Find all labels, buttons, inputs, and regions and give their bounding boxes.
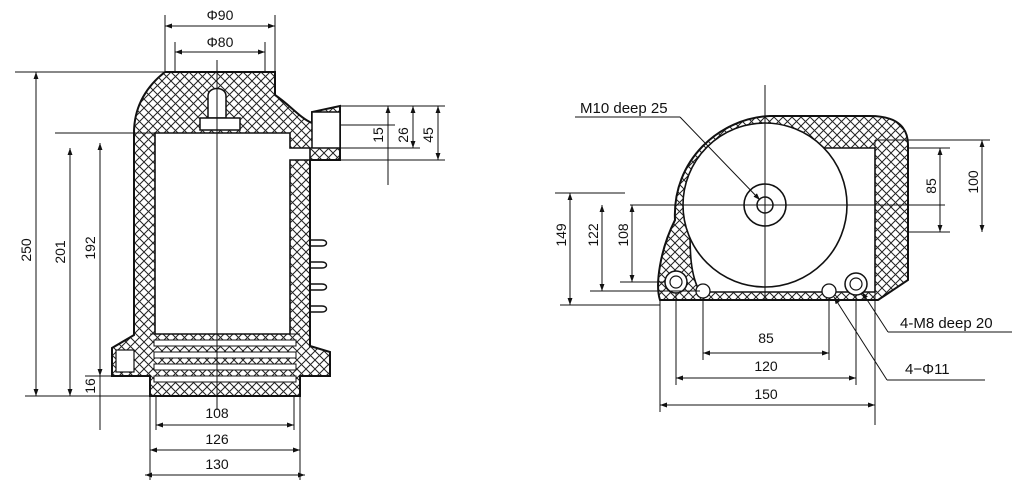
dim-26: 26 xyxy=(395,127,411,143)
bottom-threads xyxy=(150,333,300,383)
dim-16: 16 xyxy=(82,378,98,394)
dim-126: 126 xyxy=(205,431,229,447)
mount-hole-left-inner xyxy=(669,275,683,289)
side-port xyxy=(311,111,341,149)
dim-201: 201 xyxy=(52,240,68,264)
callout-phi11: 4−Φ11 xyxy=(905,361,950,378)
end-view: M10 deep 25 4-M8 deep 20 4−Φ11 149 122 1… xyxy=(553,85,1012,425)
dim-phi80: Φ80 xyxy=(207,34,234,50)
dim-108-end: 108 xyxy=(615,223,631,247)
dim-85-horiz: 85 xyxy=(758,330,774,346)
dim-100: 100 xyxy=(965,170,981,194)
cooling-fins xyxy=(310,239,328,313)
mount-hole-right-inner xyxy=(849,277,863,291)
base-bolt xyxy=(115,349,135,373)
inner-cavity xyxy=(154,132,311,335)
dim-45: 45 xyxy=(420,127,436,143)
dim-108-side: 108 xyxy=(205,405,229,421)
dim-120: 120 xyxy=(754,358,778,374)
thread-hole-right xyxy=(821,283,837,299)
dim-15: 15 xyxy=(370,127,386,143)
dim-250: 250 xyxy=(18,238,34,262)
dim-130: 130 xyxy=(205,456,229,472)
stud-base xyxy=(199,117,241,131)
dim-85-vert: 85 xyxy=(923,178,939,194)
dim-phi90: Φ90 xyxy=(207,7,234,23)
side-view: Φ90 Φ80 250 201 192 16 15 26 45 xyxy=(15,7,445,480)
dim-192: 192 xyxy=(82,236,98,260)
dim-122: 122 xyxy=(585,223,601,247)
callout-m10: M10 deep 25 xyxy=(580,100,668,117)
callout-m8: 4-M8 deep 20 xyxy=(900,315,993,332)
dim-149: 149 xyxy=(553,223,569,247)
dim-150: 150 xyxy=(754,386,778,402)
